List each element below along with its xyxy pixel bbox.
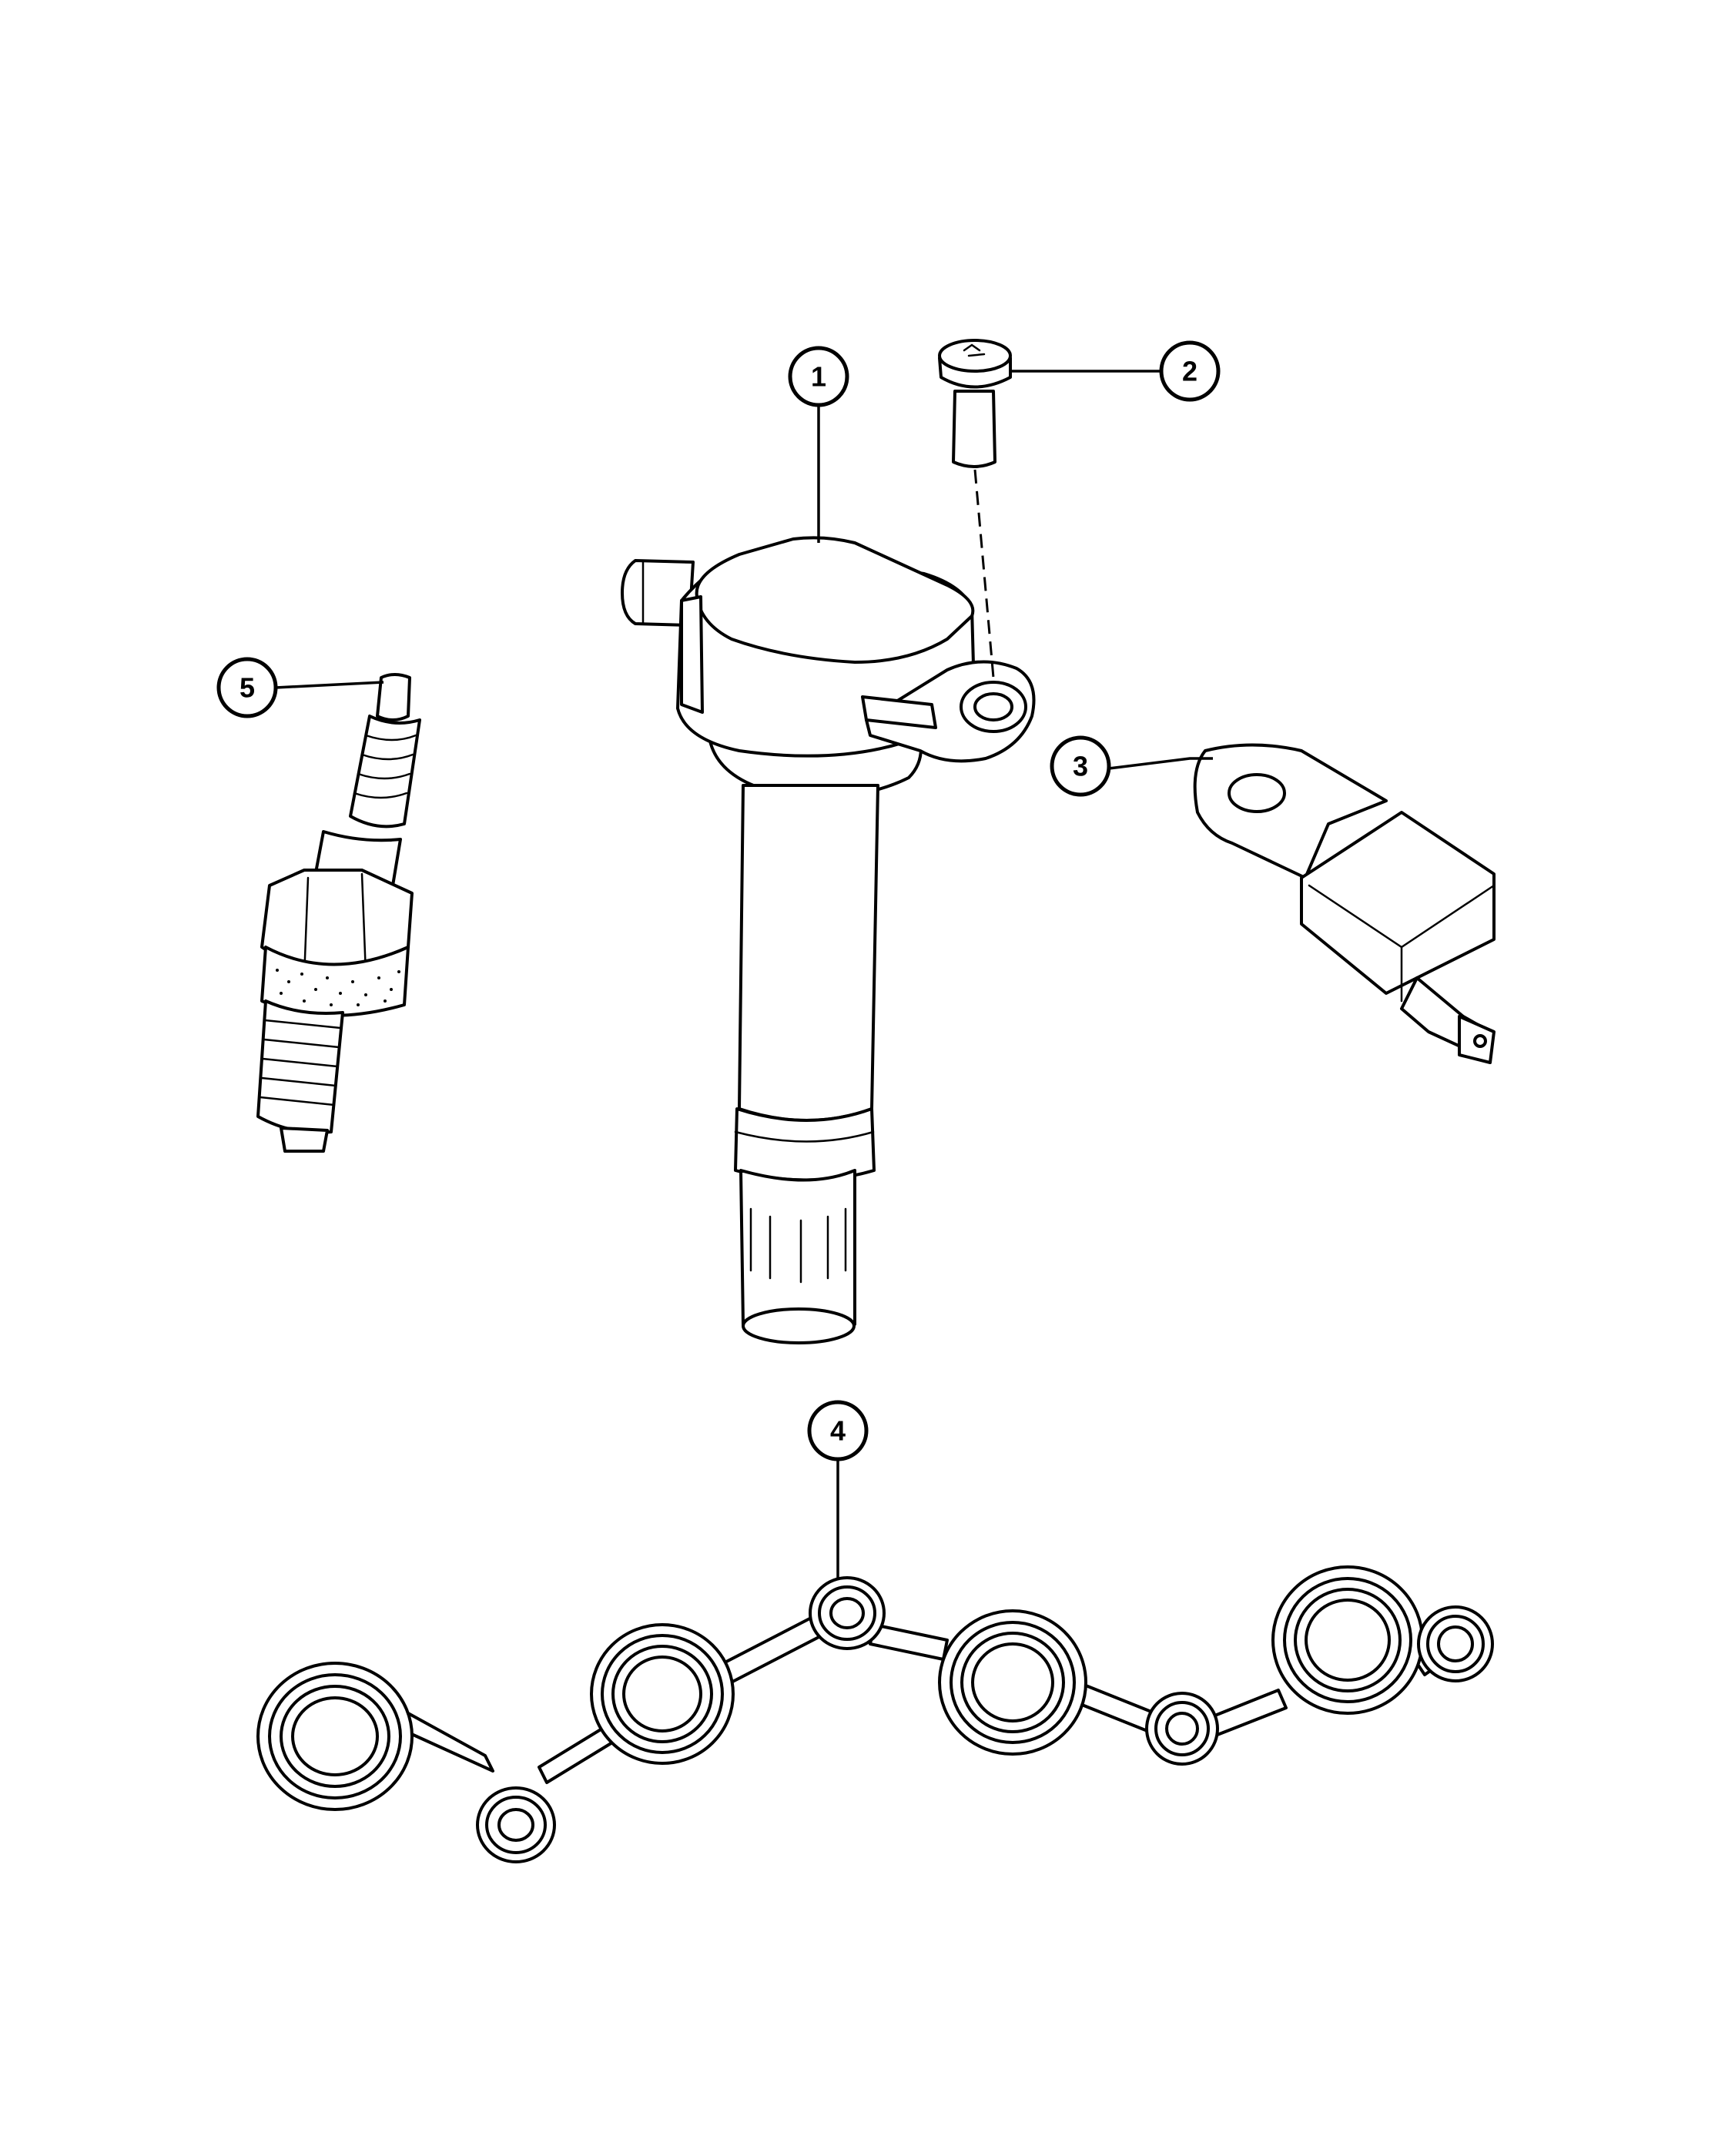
ignition-coil [621, 536, 1036, 1344]
callout-3-label: 3 [1073, 751, 1088, 782]
callout-4-label: 4 [830, 1415, 846, 1447]
callout-5: 5 [216, 657, 278, 718]
callout-1: 1 [788, 346, 849, 407]
seal-ring-small-4 [1417, 1605, 1494, 1682]
callout-3: 3 [1050, 735, 1111, 797]
ground-bracket [1193, 743, 1496, 1064]
mounting-bolt [938, 339, 1012, 678]
seal-ring-large-2 [590, 1623, 735, 1765]
leader-lines [275, 370, 1213, 1578]
spark-plug [256, 673, 421, 1153]
seal-ring-small-1 [476, 1786, 556, 1863]
knurl-texture [276, 969, 400, 1006]
seal-ring-large-4 [1271, 1565, 1424, 1715]
seal-ring-large-3 [938, 1609, 1087, 1756]
callout-4: 4 [807, 1400, 869, 1461]
callout-2-label: 2 [1182, 356, 1197, 387]
seal-ring-small-2 [809, 1576, 886, 1650]
callout-1-label: 1 [811, 361, 826, 393]
seal-gasket-strip [256, 1565, 1494, 1863]
seal-ring-small-3 [1145, 1692, 1219, 1766]
callout-5-label: 5 [239, 672, 255, 704]
seal-ring-large-1 [256, 1662, 414, 1811]
callout-2: 2 [1159, 340, 1221, 402]
